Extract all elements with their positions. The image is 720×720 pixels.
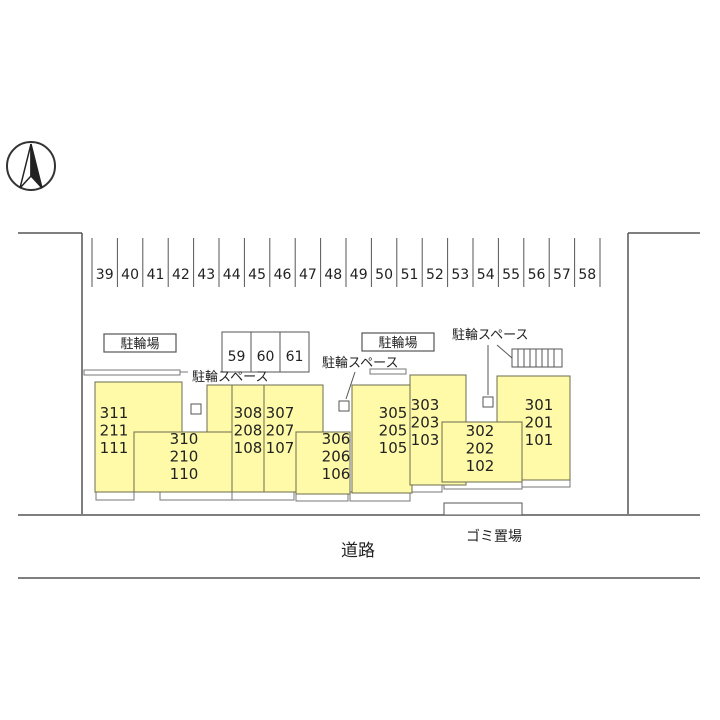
unit-203: 203 (411, 414, 440, 432)
unit-303: 303 (411, 396, 440, 414)
parking-space-39: 39 (96, 267, 114, 283)
unit-306: 306 (322, 430, 351, 448)
parking-space-45: 45 (248, 267, 266, 283)
parking-space-59: 59 (228, 349, 246, 365)
unit-106: 106 (322, 465, 351, 483)
parking-row: 39 40 41 42 43 44 45 46 47 48 49 50 51 52 53 54 55 56 57 58 (91, 238, 601, 287)
bicycle-lot-1-box (103, 333, 177, 353)
parking-space-51: 51 (401, 267, 419, 283)
north-arrow-icon (6, 141, 56, 191)
unit-205: 205 (379, 422, 408, 440)
parking-space-48: 48 (324, 267, 342, 283)
parking-space-44: 44 (223, 267, 241, 283)
site-boundary (18, 232, 700, 514)
parking-space-55: 55 (502, 267, 520, 283)
unit-206: 206 (322, 448, 351, 466)
unit-311: 311 (100, 404, 129, 422)
bicycle-space-2-label: 駐輪スペース (322, 355, 398, 371)
building-305 (351, 384, 413, 494)
parking-space-50: 50 (375, 267, 393, 283)
bicycle-lot-2-box (361, 332, 435, 352)
building-footprint-bases (95, 477, 571, 502)
unit-301: 301 (525, 396, 554, 414)
parking-space-54: 54 (477, 267, 495, 283)
stairs-icon (496, 344, 563, 368)
unit-105: 105 (379, 439, 408, 457)
parking-space-41: 41 (147, 267, 165, 283)
bicycle-space-2-marker (338, 400, 350, 412)
parking-space-47: 47 (299, 267, 317, 283)
bicycle-rack-lines (83, 368, 407, 376)
parking-space-58: 58 (578, 267, 596, 283)
parking-space-56: 56 (528, 267, 546, 283)
unit-201: 201 (525, 414, 554, 432)
unit-307: 307 (266, 404, 295, 422)
parking-space-53: 53 (451, 267, 469, 283)
road-label: 道路 (341, 541, 375, 561)
parking-space-43: 43 (197, 267, 215, 283)
unit-102: 102 (466, 457, 495, 475)
unit-207: 207 (266, 422, 295, 440)
unit-208: 208 (234, 422, 263, 440)
bicycle-space-3-marker (482, 396, 494, 408)
unit-101: 101 (525, 431, 554, 449)
unit-202: 202 (466, 440, 495, 458)
parking-space-46: 46 (274, 267, 292, 283)
unit-302: 302 (466, 422, 495, 440)
unit-310: 310 (170, 430, 199, 448)
garbage-area-box (443, 502, 523, 516)
unit-211: 211 (100, 422, 129, 440)
bicycle-space-1-marker (190, 403, 202, 415)
bicycle-lot-1-label: 駐輪場 (120, 336, 159, 352)
parking-space-60: 60 (257, 349, 275, 365)
bicycle-lot-2-label: 駐輪場 (378, 335, 417, 351)
unit-107: 107 (266, 439, 295, 457)
unit-305: 305 (379, 404, 408, 422)
bicycle-space-1-label: 駐輪スペース (192, 369, 268, 385)
parking-space-57: 57 (553, 267, 571, 283)
garbage-area-label: ゴミ置場 (466, 528, 522, 545)
bicycle-space-3-label: 駐輪スペース (452, 327, 528, 343)
unit-210: 210 (170, 448, 199, 466)
unit-111: 111 (100, 439, 129, 457)
parking-space-61: 61 (286, 349, 304, 365)
unit-108: 108 (234, 439, 263, 457)
parking-space-52: 52 (426, 267, 444, 283)
unit-110: 110 (170, 465, 199, 483)
bicycle-space-2-leader (345, 371, 356, 400)
unit-308: 308 (234, 404, 263, 422)
parking-space-49: 49 (350, 267, 368, 283)
road (18, 514, 700, 579)
parking-space-42: 42 (172, 267, 190, 283)
parking-small: 59 60 61 (221, 331, 310, 373)
unit-103: 103 (411, 431, 440, 449)
parking-space-40: 40 (121, 267, 139, 283)
